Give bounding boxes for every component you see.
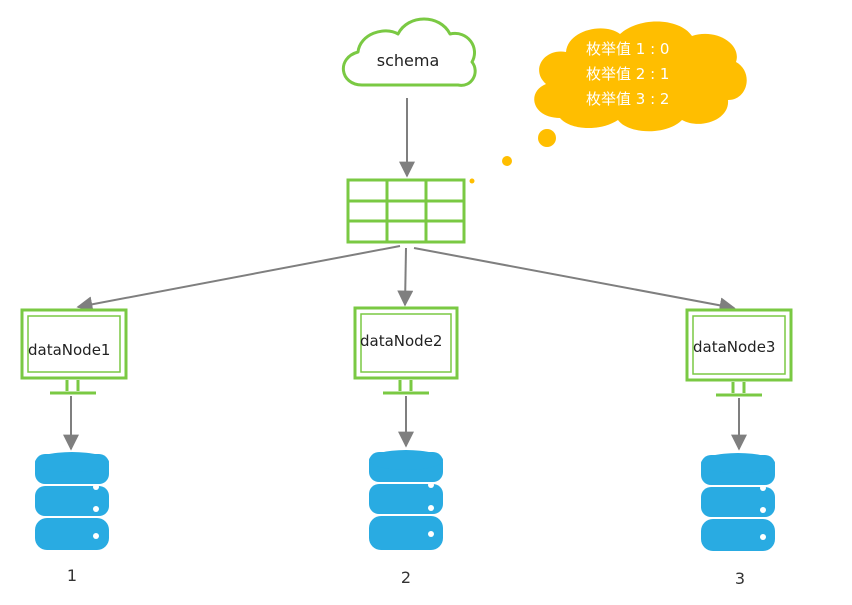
datanode-2: dataNode2 xyxy=(353,306,459,395)
monitor-2-screen xyxy=(360,313,452,373)
datanode-1-label: dataNode1 xyxy=(28,341,110,359)
enum-bubble: 枚举值 1 : 0 枚举值 2 : 1 枚举值 3 : 2 xyxy=(469,21,747,184)
monitor-1-outer xyxy=(20,308,128,380)
arrow-table-to-node2 xyxy=(397,247,414,307)
database-2: 2 xyxy=(369,450,443,587)
datanode-2-label: dataNode2 xyxy=(360,332,442,350)
database-1-label: 1 xyxy=(67,566,77,585)
monitor-3-outer xyxy=(685,308,793,382)
table-icon xyxy=(346,178,466,244)
arrow-table-to-node3 xyxy=(413,247,736,314)
datanode-3-label: dataNode3 xyxy=(693,338,775,356)
enum-bubble-shape xyxy=(534,21,747,132)
connection-arrows xyxy=(63,98,747,451)
monitor-3-screen xyxy=(692,315,786,375)
enum-line-1: 枚举值 1 : 0 xyxy=(586,40,669,58)
datanode-3: dataNode3 xyxy=(685,308,793,397)
enum-line-2: 枚举值 2 : 1 xyxy=(586,65,669,83)
database-1: 1 xyxy=(35,452,109,585)
monitor-1-screen xyxy=(27,315,121,373)
datanode-1: dataNode1 xyxy=(20,308,128,395)
enum-line-3: 枚举值 3 : 2 xyxy=(586,90,669,108)
bubble-dot-medium xyxy=(502,156,512,166)
database-3-label: 3 xyxy=(735,569,745,588)
schema-cloud: schema xyxy=(341,17,477,87)
schema-label: schema xyxy=(377,51,440,70)
database-3: 3 xyxy=(701,453,775,588)
bubble-dot-large xyxy=(538,129,556,147)
arrow-table-to-node1 xyxy=(76,245,401,313)
database-2-label: 2 xyxy=(401,568,411,587)
schema-cloud-shape xyxy=(341,17,477,87)
bubble-dot-small xyxy=(469,178,475,184)
monitor-2-outer xyxy=(353,306,459,380)
